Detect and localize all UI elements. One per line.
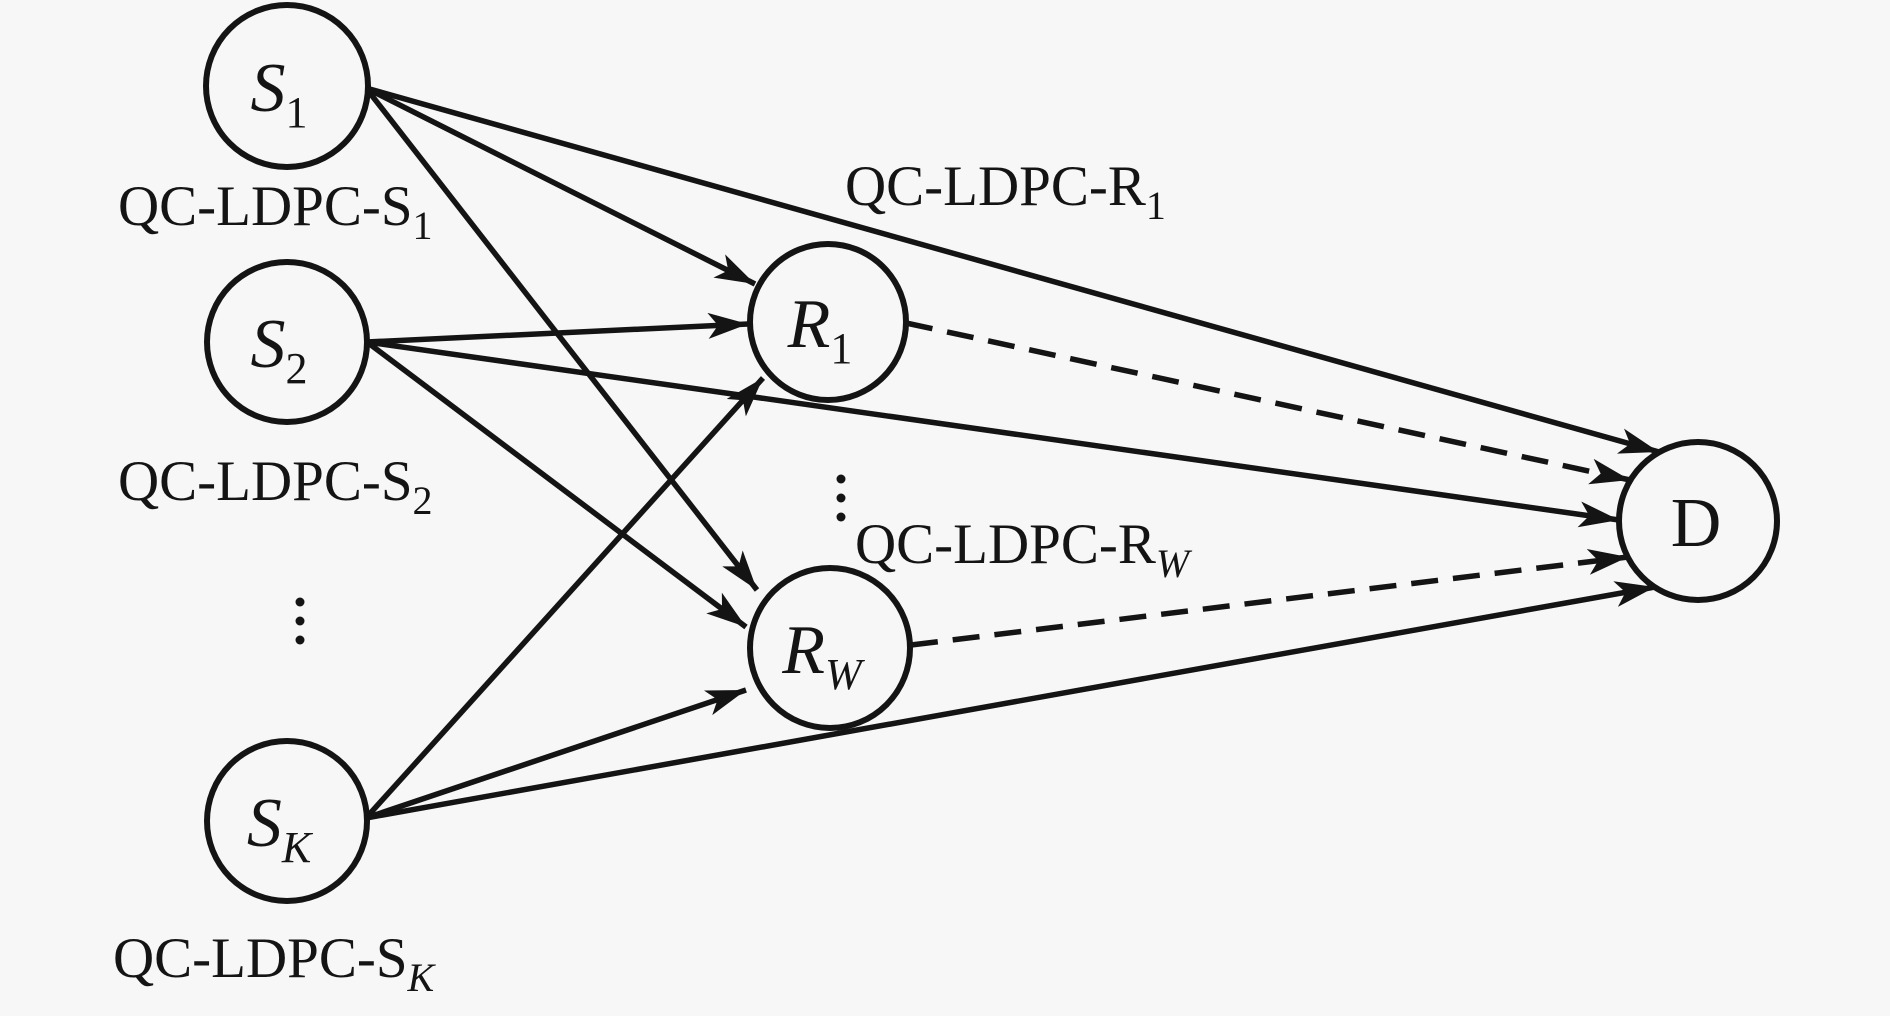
edge-sk-d-arrow <box>365 581 1656 821</box>
sources-ellipsis <box>295 597 305 645</box>
label-qc-ldpc-rw: QC-LDPC-RW <box>855 513 1193 586</box>
edge-rw-d-dashed-arrow <box>910 548 1629 648</box>
ellipsis-layer <box>295 474 846 645</box>
relays-ellipsis-dot <box>836 493 846 503</box>
sources-ellipsis-dot <box>295 635 305 645</box>
node-s1-circle <box>203 2 371 170</box>
node-sk-circle <box>204 738 370 904</box>
node-s1: S1 <box>203 2 371 170</box>
label-qc-ldpc-sk: QC-LDPC-SK <box>113 927 437 1000</box>
node-rw-circle <box>747 565 913 731</box>
edge-sk-rw-arrow <box>365 687 747 821</box>
edge-s2-d-arrow <box>366 339 1620 528</box>
edge-s1-r1-arrow <box>364 85 757 287</box>
node-r1-label: R1 <box>787 286 853 373</box>
edge-s2-rw-arrow <box>365 339 748 630</box>
node-sk: SK <box>204 738 370 904</box>
label-qc-ldpc-s1: QC-LDPC-S1 <box>118 175 433 248</box>
relays-ellipsis-dot <box>836 474 846 484</box>
relays-ellipsis-dot <box>836 512 846 522</box>
edge-s2-r1-arrow <box>366 312 749 345</box>
node-s1-label: S1 <box>251 50 308 137</box>
edge-s1-rw-arrow <box>363 86 760 592</box>
sources-ellipsis-dot <box>295 597 305 607</box>
node-d-label: D <box>1671 485 1722 562</box>
node-s2-label: S2 <box>251 306 308 393</box>
node-r1: R1 <box>747 241 909 403</box>
node-s2: S2 <box>204 259 370 425</box>
sources-ellipsis-dot <box>295 616 305 626</box>
node-s2-circle <box>204 259 370 425</box>
node-d-circle <box>1616 439 1780 603</box>
edge-sk-r1-arrow <box>363 376 766 820</box>
edge-s1-d-arrow <box>365 85 1660 455</box>
relays-ellipsis <box>836 474 846 522</box>
node-r1-circle <box>747 241 909 403</box>
label-qc-ldpc-r1: QC-LDPC-R1 <box>845 155 1166 228</box>
edges-layer <box>363 85 1660 821</box>
node-rw: RW <box>747 565 913 731</box>
edge-r1-d-dashed-arrow <box>905 320 1631 485</box>
node-rw-label: RW <box>781 612 865 699</box>
node-sk-label: SK <box>247 785 314 872</box>
node-d: D <box>1616 439 1780 603</box>
label-qc-ldpc-s2: QC-LDPC-S2 <box>118 450 433 523</box>
